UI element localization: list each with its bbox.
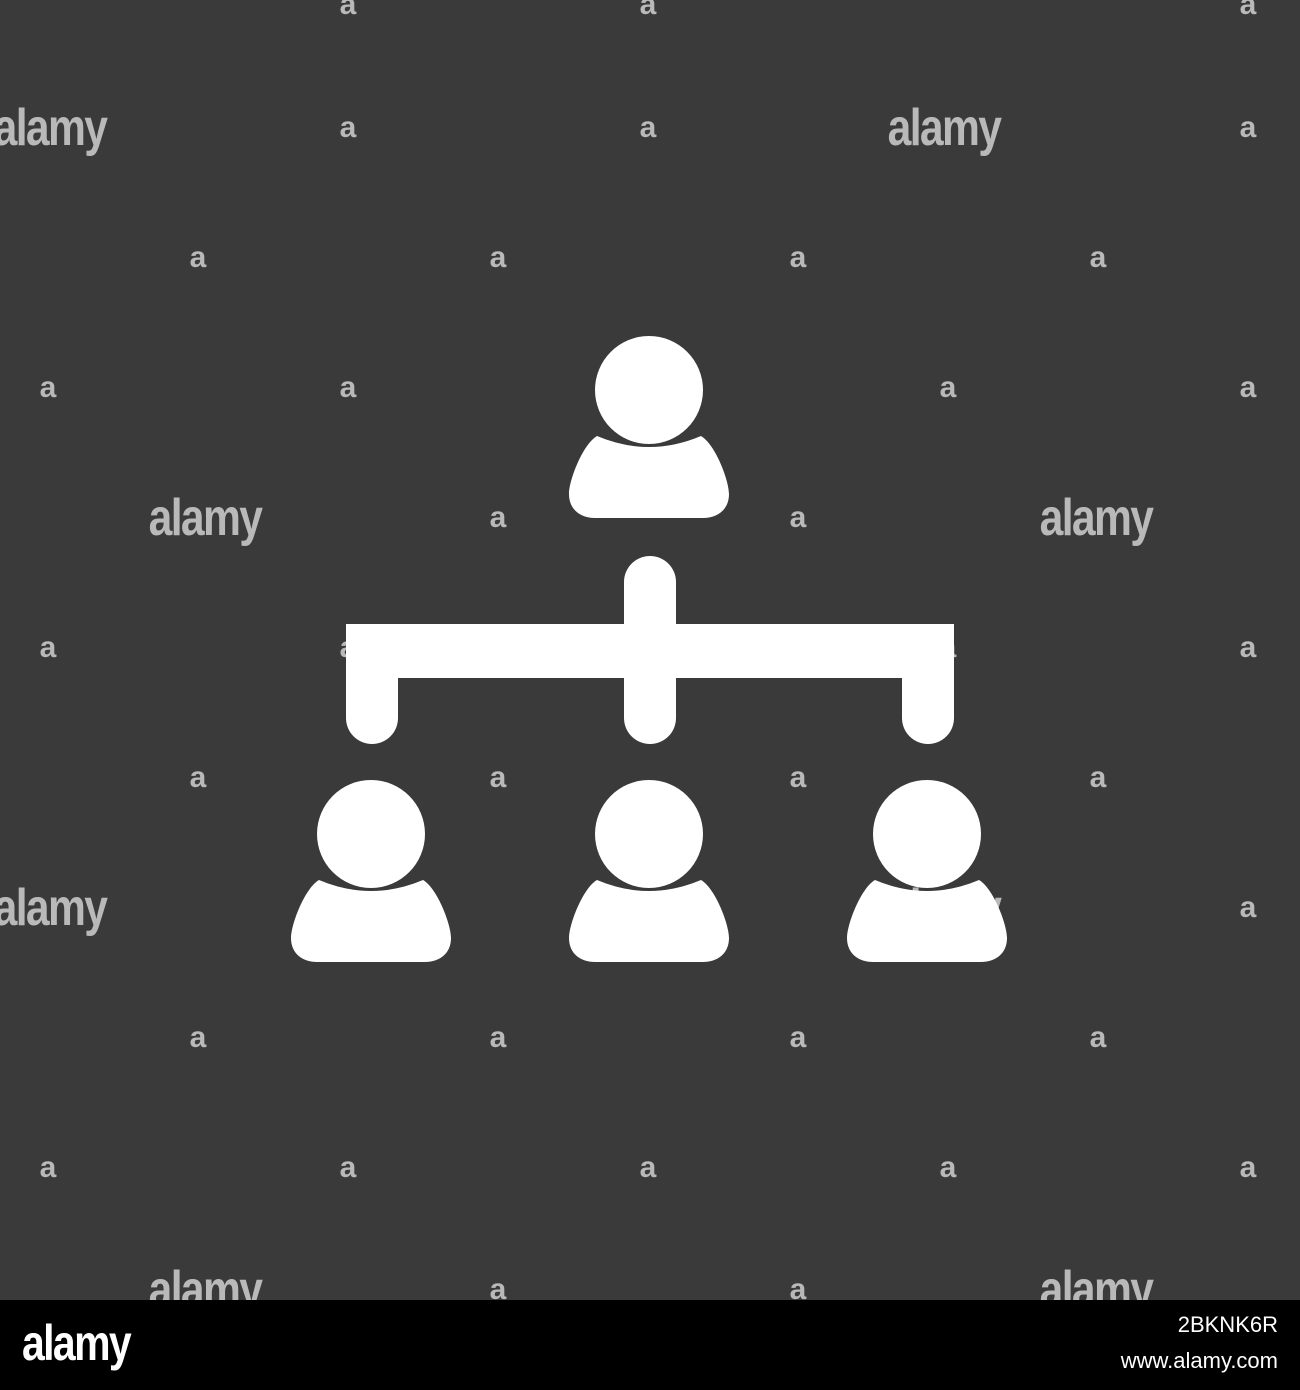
footer-logo: alamy: [22, 1315, 132, 1371]
person-middle-icon: [569, 780, 729, 962]
connector-icon: [346, 556, 954, 744]
person-head: [595, 336, 703, 444]
connector-bar: [346, 624, 954, 678]
connector-corner-right: [914, 624, 954, 664]
person-body: [847, 880, 1007, 962]
person-body: [569, 880, 729, 962]
image-canvas: alamyalamyalamyalamyalamyalamyalamyalamy…: [0, 0, 1300, 1300]
org-chart-icon: [291, 336, 1007, 962]
person-head: [317, 780, 425, 888]
connector-corner-left: [346, 624, 386, 664]
person-body: [569, 436, 729, 518]
person-left-icon: [291, 780, 451, 962]
person-head: [595, 780, 703, 888]
person-head: [873, 780, 981, 888]
person-top-icon: [569, 336, 729, 518]
image-id: 2BKNK6R: [1177, 1312, 1278, 1337]
people-group: [291, 336, 1007, 962]
person-right-icon: [847, 780, 1007, 962]
footer-url: www.alamy.com: [1120, 1348, 1278, 1373]
person-body: [291, 880, 451, 962]
footer-bar: alamy 2BKNK6R www.alamy.com: [0, 1300, 1300, 1390]
